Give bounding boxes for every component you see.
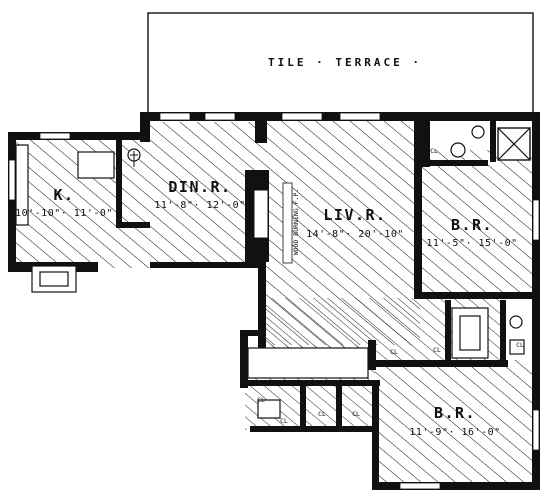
kitchen-dims: 10'-10"· 11'-0" xyxy=(15,208,113,219)
windows xyxy=(8,112,540,490)
closet-label: CL xyxy=(318,410,326,418)
hall-fixtures xyxy=(247,347,369,419)
living-name: LIV.R. xyxy=(323,206,386,224)
bedroom1-dims: 11'-5"· 15'-0" xyxy=(426,238,517,249)
closet-label: CL xyxy=(433,346,441,354)
closet-labels: CL CL CL CL CL CL CL CL xyxy=(257,147,524,425)
closet-label: CL xyxy=(280,417,288,425)
closet-label: CL xyxy=(257,396,265,404)
living-dims: 14'-8"· 20'-10" xyxy=(306,229,404,240)
terrace: TILE · TERRACE · xyxy=(147,12,534,114)
closet-label: CL xyxy=(516,341,524,349)
kitchen-fixtures xyxy=(15,144,141,293)
bedroom2-dims: 11'-9"· 16'-0" xyxy=(409,427,500,438)
room-labels: K. 10'-10"· 11'-0" DIN.R. 11'-8"· 12'-0"… xyxy=(15,178,517,438)
bedroom2-name: B.R. xyxy=(434,404,476,422)
closet-label: CL xyxy=(430,147,438,155)
dining-name: DIN.R. xyxy=(168,178,231,196)
kitchen-name: K. xyxy=(53,186,74,204)
terrace-label: TILE · TERRACE · xyxy=(268,56,422,69)
bedroom1-name: B.R. xyxy=(451,216,493,234)
closet-label: CL xyxy=(390,348,398,356)
fireplace-note: WOOD BURNING F.P. xyxy=(292,189,300,256)
dining-dims: 11'-8"· 12'-0" xyxy=(154,200,245,211)
bath-fixtures xyxy=(450,125,525,359)
closet-label: CL xyxy=(352,410,360,418)
